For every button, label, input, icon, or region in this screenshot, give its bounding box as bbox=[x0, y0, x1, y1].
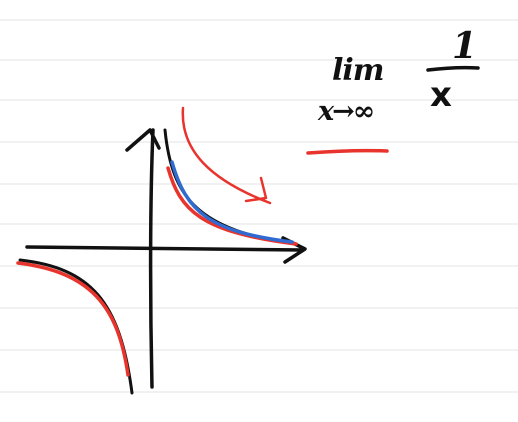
curve-q1-blue bbox=[170, 160, 294, 244]
y-axis bbox=[148, 128, 155, 389]
fraction-bar bbox=[426, 65, 480, 72]
lim-subscript: x→∞ bbox=[318, 96, 375, 127]
red-underline bbox=[306, 148, 389, 155]
y-axis-arrow bbox=[125, 128, 161, 152]
fraction-denominator: x bbox=[430, 75, 452, 115]
x-axis bbox=[25, 245, 305, 252]
curve-q3-red bbox=[16, 261, 130, 377]
curve-q1-red bbox=[166, 166, 298, 246]
fraction-numerator: 1 bbox=[452, 25, 478, 67]
lim-text: lim bbox=[332, 53, 385, 88]
ruled-lines bbox=[0, 19, 518, 393]
down-right-arrow-icon bbox=[181, 106, 272, 205]
arrow-head bbox=[244, 176, 268, 203]
